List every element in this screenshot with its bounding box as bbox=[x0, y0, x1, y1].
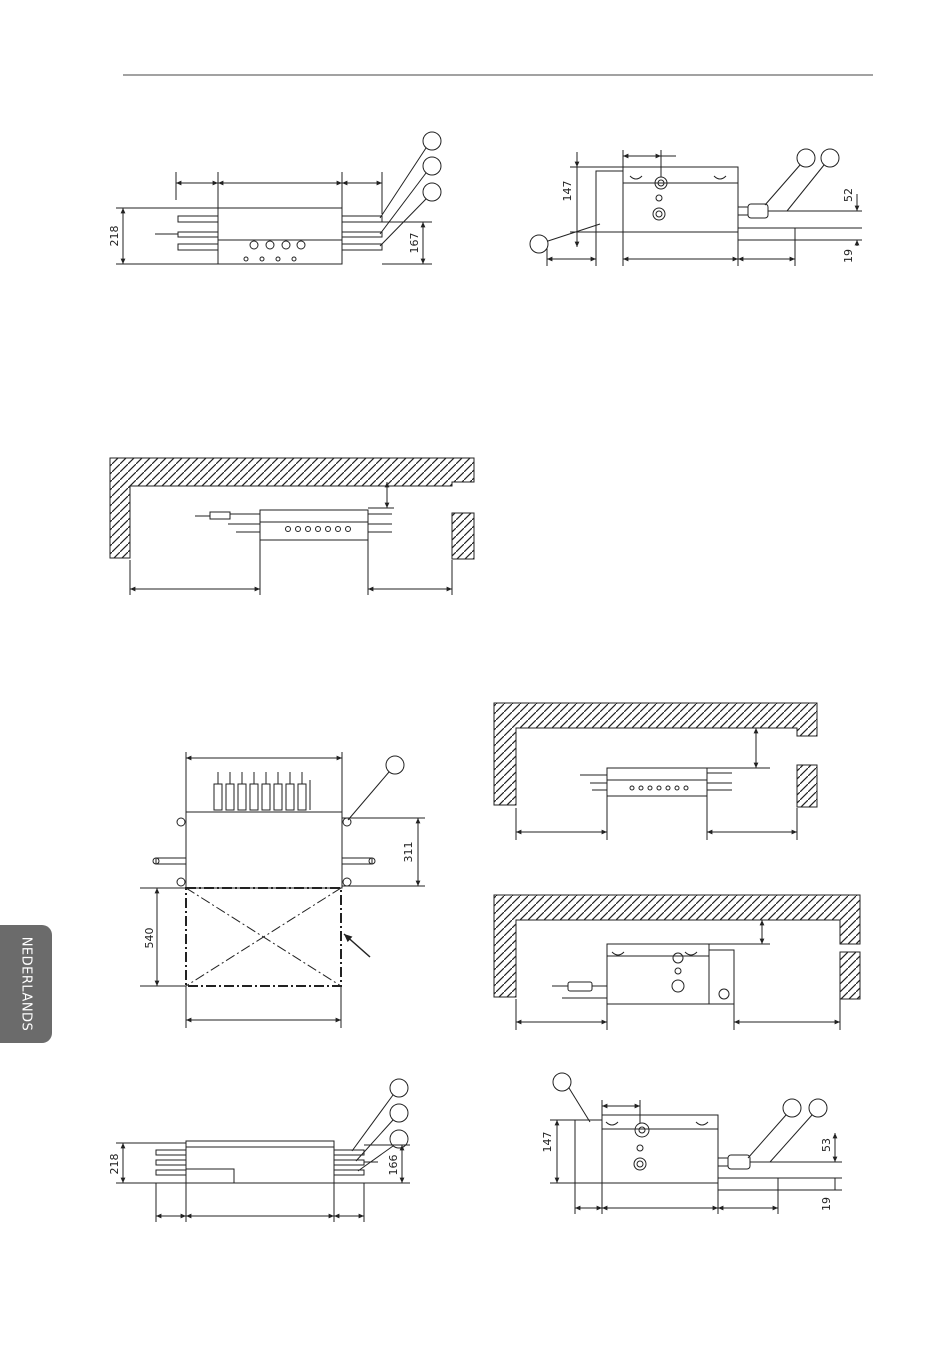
figure-ceiling-clearance-left bbox=[110, 458, 474, 595]
dim-fig9-height: 147 bbox=[541, 1132, 554, 1153]
dim-fig2-offset-upper: 52 bbox=[842, 188, 855, 202]
dim-fig2-height: 147 bbox=[561, 181, 574, 202]
dim-fig9-offset-upper: 53 bbox=[820, 1138, 833, 1152]
language-tab-label: NEDERLANDS bbox=[19, 937, 34, 1032]
figure-top-view-service-space bbox=[140, 752, 425, 1028]
dim-fig9-offset-lower: 19 bbox=[820, 1197, 833, 1211]
dim-fig5-service-space: 540 bbox=[143, 928, 156, 949]
figure-front-view-bottom bbox=[116, 1079, 410, 1222]
dim-fig5-depth: 311 bbox=[402, 842, 415, 863]
dim-fig1-height: 218 bbox=[108, 226, 121, 247]
dim-fig8-height: 218 bbox=[108, 1154, 121, 1175]
dim-fig1-depth: 167 bbox=[408, 233, 421, 254]
dim-fig8-depth: 166 bbox=[387, 1155, 400, 1176]
figure-ceiling-clearance-right bbox=[494, 703, 817, 840]
figure-front-view-top bbox=[116, 132, 441, 264]
figure-ceiling-clearance-side bbox=[494, 895, 860, 1030]
figure-side-view-bottom bbox=[550, 1073, 842, 1214]
figure-side-view-top bbox=[530, 149, 862, 266]
language-tab: NEDERLANDS bbox=[0, 925, 52, 1043]
dim-fig2-offset-lower: 19 bbox=[842, 249, 855, 263]
